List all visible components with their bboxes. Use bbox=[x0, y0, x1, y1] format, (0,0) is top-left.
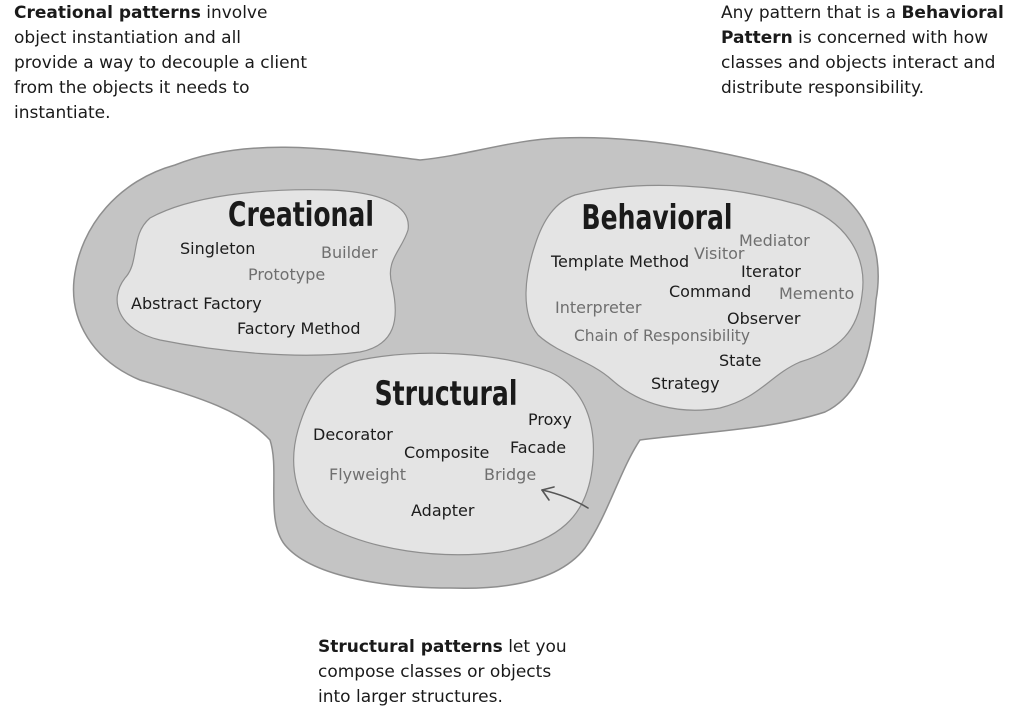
pattern-interpreter: Interpreter bbox=[555, 298, 642, 317]
pattern-proxy: Proxy bbox=[528, 410, 572, 429]
behavioral-note-line3: classes and objects interact and bbox=[721, 53, 996, 73]
pattern-strategy: Strategy bbox=[651, 374, 720, 393]
pattern-memento: Memento bbox=[779, 284, 854, 303]
pattern-facade: Facade bbox=[510, 438, 566, 457]
pattern-builder: Builder bbox=[321, 243, 378, 262]
pattern-visitor: Visitor bbox=[694, 244, 745, 263]
creational-note-bold: Creational patterns bbox=[14, 3, 201, 23]
behavioral-note-line4: distribute responsibility. bbox=[721, 78, 924, 98]
pattern-decorator: Decorator bbox=[313, 425, 393, 444]
behavioral-note-bold2: Pattern bbox=[721, 28, 793, 48]
pattern-mediator: Mediator bbox=[739, 231, 810, 250]
structural-blob bbox=[293, 352, 595, 556]
behavioral-note-line1: Any pattern that is a bbox=[721, 3, 902, 23]
creational-note-line3: provide a way to decouple a client bbox=[14, 53, 307, 73]
pattern-prototype: Prototype bbox=[248, 265, 325, 284]
pattern-template-method: Template Method bbox=[550, 252, 689, 271]
creational-note-line4: from the objects it needs to bbox=[14, 78, 250, 98]
behavioral-note-line2: is concerned with how bbox=[792, 28, 989, 48]
structural-note-line1: let you bbox=[502, 637, 567, 657]
behavioral-note-bold1: Behavioral bbox=[901, 3, 1004, 23]
structural-title: Structural bbox=[375, 374, 518, 413]
pattern-state: State bbox=[719, 351, 761, 370]
pattern-observer: Observer bbox=[727, 309, 801, 328]
pattern-abstract-factory: Abstract Factory bbox=[131, 294, 262, 313]
pattern-singleton: Singleton bbox=[180, 239, 255, 258]
behavioral-title: Behavioral bbox=[582, 198, 733, 237]
structural-note-bold: Structural patterns bbox=[318, 637, 503, 657]
pattern-factory-method: Factory Method bbox=[237, 319, 361, 338]
pattern-iterator: Iterator bbox=[741, 262, 801, 281]
structural-note-line2: compose classes or objects bbox=[318, 662, 552, 682]
creational-blob bbox=[116, 189, 409, 356]
creational-note-line5: instantiate. bbox=[14, 103, 111, 123]
creational-title: Creational bbox=[228, 195, 374, 234]
creational-note: Creational patterns involve object insta… bbox=[14, 1, 307, 126]
structural-note-line3: into larger structures. bbox=[318, 687, 503, 707]
pattern-composite: Composite bbox=[404, 443, 489, 462]
structural-note: Structural patterns let you compose clas… bbox=[318, 635, 567, 710]
creational-note-line1: involve bbox=[200, 3, 268, 23]
pattern-command: Command bbox=[669, 282, 751, 301]
creational-note-line2: object instantiation and all bbox=[14, 28, 242, 48]
pattern-adapter: Adapter bbox=[411, 501, 475, 520]
behavioral-note: Any pattern that is a Behavioral Pattern… bbox=[721, 1, 1004, 101]
pattern-flyweight: Flyweight bbox=[329, 465, 406, 484]
pattern-chain-of-responsibility: Chain of Responsibility bbox=[574, 326, 750, 345]
pattern-bridge: Bridge bbox=[484, 465, 536, 484]
bridge-arrow-icon bbox=[541, 486, 589, 509]
behavioral-blob bbox=[525, 184, 864, 411]
